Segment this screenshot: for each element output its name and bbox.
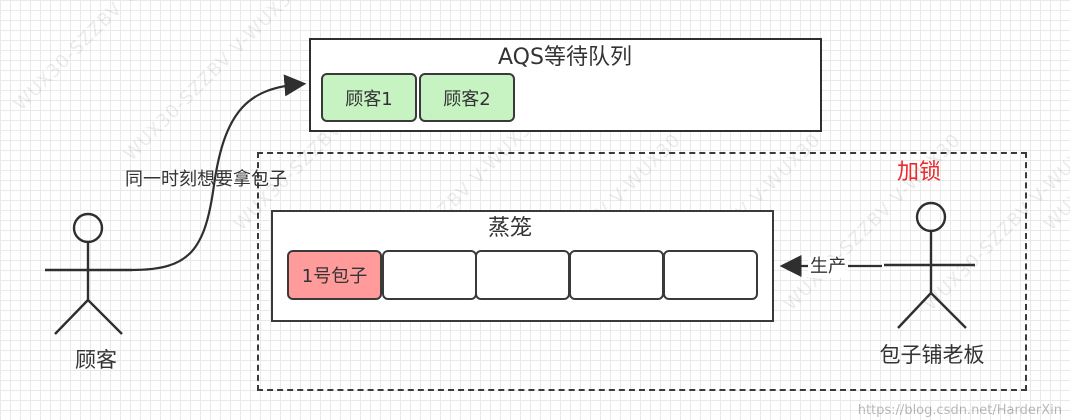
watermark-text: WUX30-SZZBV V-WUX30 [10, 0, 196, 115]
lock-label: 加锁 [897, 160, 942, 185]
customer-label: 顾客 [75, 348, 117, 372]
boss-label: 包子铺老板 [879, 343, 985, 367]
steamer-slot-2 [382, 250, 477, 300]
steamer-slot-1: 1号包子 [287, 250, 382, 300]
steamer-title: 蒸笼 [488, 216, 533, 241]
customer-to-queue-label: 同一时刻想要拿包子 [125, 169, 287, 190]
lock-region [257, 152, 1027, 391]
aqs-wait-queue-title: AQS等待队列 [498, 45, 632, 70]
watermark-text: WUX30-SZZBV V-WUX30 [1040, 50, 1070, 235]
watermark-text: WUX30-SZZBV V-WUX30 [120, 0, 306, 165]
customer-stick-figure [45, 212, 132, 335]
steamer-slot-4 [569, 250, 664, 300]
steamer-slot-5 [663, 250, 758, 300]
credit-watermark: https://blog.csdn.net/HarderXin [857, 403, 1062, 418]
queued-customer-2: 顾客2 [419, 73, 515, 122]
steamer-slot-3 [475, 250, 570, 300]
queued-customer-1: 顾客1 [321, 73, 417, 122]
boss-to-steamer-label: 生产 [808, 256, 848, 278]
